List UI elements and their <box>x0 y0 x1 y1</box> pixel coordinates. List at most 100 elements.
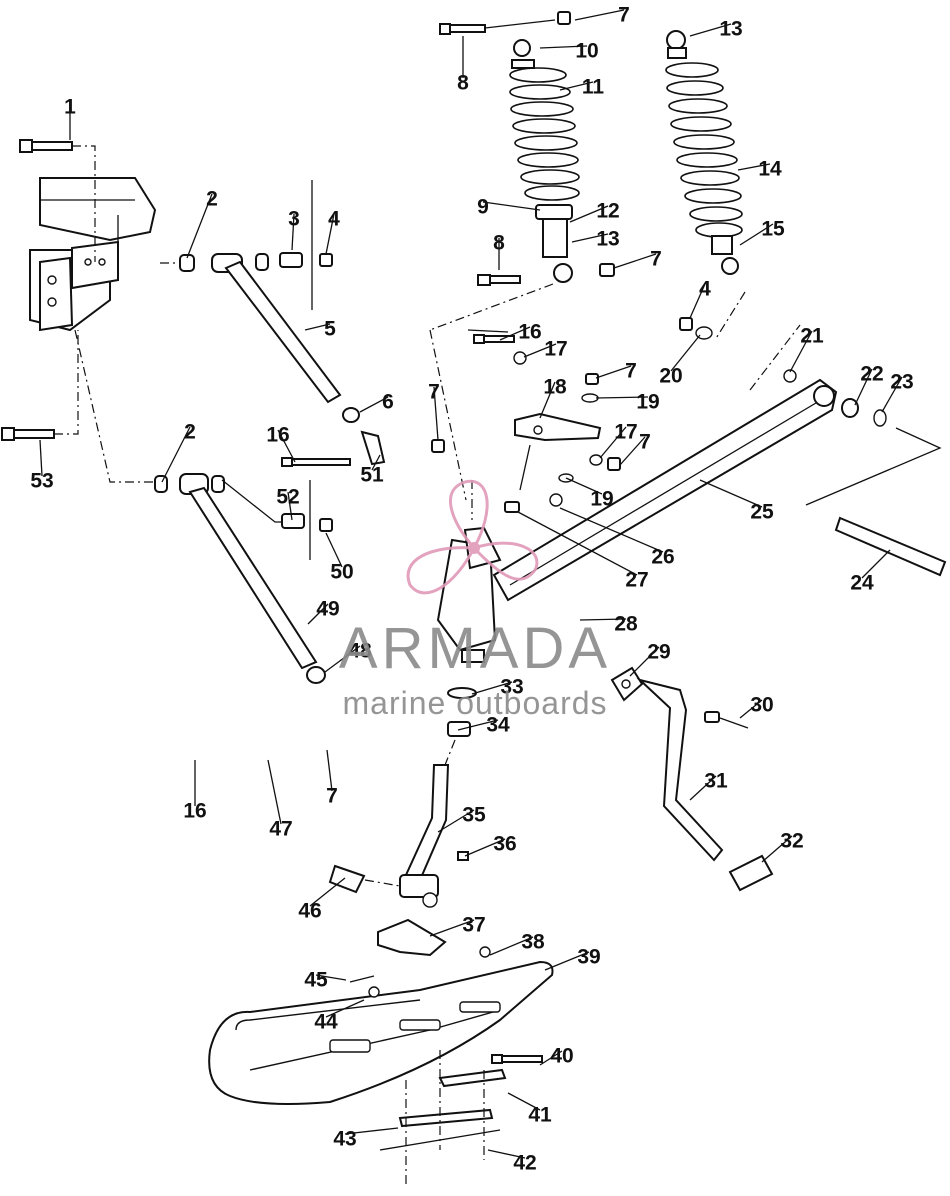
callout-leader-c2a <box>186 193 213 259</box>
callout-leader-c45 <box>315 974 347 981</box>
callout-c40: 40 <box>550 1045 573 1068</box>
callout-c7c: 7 <box>618 4 630 27</box>
callout-leader-c52 <box>287 491 293 521</box>
callout-c32: 32 <box>780 830 803 853</box>
callout-c16c: 16 <box>518 321 541 344</box>
callout-c22: 22 <box>860 363 883 386</box>
callout-leader-c9 <box>482 201 541 211</box>
callout-c21: 21 <box>800 325 824 348</box>
callout-leader-c5 <box>304 323 331 331</box>
callout-c8a: 8 <box>457 72 469 95</box>
watermark-propeller-logo <box>406 479 539 595</box>
callout-c33: 33 <box>500 676 523 699</box>
callout-c7b: 7 <box>326 785 338 808</box>
pin-46 <box>328 864 401 894</box>
callout-leader-c26 <box>559 507 664 553</box>
callout-c5: 5 <box>324 318 336 341</box>
callout-c10: 10 <box>575 40 598 63</box>
callout-leader-c22 <box>854 368 873 406</box>
callout-leader-c7a <box>433 386 439 441</box>
callout-c45: 45 <box>304 969 328 992</box>
bracket-18 <box>467 329 621 513</box>
callout-c49: 49 <box>316 598 339 621</box>
callout-c14: 14 <box>758 158 782 181</box>
callout-leader-c15 <box>739 223 774 246</box>
callout-c30: 30 <box>750 694 773 717</box>
shock-left <box>429 11 615 501</box>
callout-c26: 26 <box>651 546 674 569</box>
callout-leader-c6 <box>359 396 389 413</box>
bolt-53 <box>1 330 79 441</box>
callout-c11: 11 <box>582 76 605 99</box>
callout-leader-c30 <box>739 699 763 719</box>
callout-c9: 9 <box>477 196 489 219</box>
callout-c17a: 17 <box>544 338 567 361</box>
bolt-1 <box>19 139 96 262</box>
callout-leader-c37 <box>429 919 475 937</box>
callout-leader-c39 <box>544 951 590 971</box>
callout-c23: 23 <box>890 371 913 394</box>
callout-leader-c4b <box>689 283 706 319</box>
callout-c7d: 7 <box>650 248 662 271</box>
callout-c25: 25 <box>750 501 774 524</box>
callout-leader-c49 <box>307 603 329 625</box>
callout-leader-c44 <box>325 999 365 1018</box>
callout-leader-c18 <box>539 381 556 419</box>
callout-leader-c4a <box>325 213 335 255</box>
callout-c3: 3 <box>288 208 300 231</box>
callout-leader-c13b <box>689 23 732 37</box>
callout-leader-c47 <box>267 759 282 825</box>
callout-leader-c42 <box>487 1149 526 1159</box>
callout-c36: 36 <box>493 833 516 856</box>
shock-left-coil <box>509 67 580 201</box>
callout-c43: 43 <box>333 1128 356 1151</box>
callout-c13b: 13 <box>719 18 742 41</box>
callout-leader-c48 <box>324 645 361 673</box>
watermark-tagline: marine outboards <box>342 685 607 721</box>
callout-leader-c53 <box>39 439 43 477</box>
steering-arm <box>610 666 774 892</box>
callout-c50: 50 <box>330 561 353 584</box>
callout-leader-c33 <box>471 681 513 695</box>
callout-c39: 39 <box>577 946 600 969</box>
callout-c16a: 16 <box>266 424 289 447</box>
callout-leader-c17a <box>523 343 557 358</box>
callout-leader-c7b <box>326 749 333 792</box>
callout-leader-c2b <box>161 426 191 483</box>
callout-leader-c10 <box>539 45 588 49</box>
callout-c19a: 19 <box>636 391 659 414</box>
callout-c20: 20 <box>659 365 682 388</box>
callout-leader-c25 <box>699 479 763 508</box>
shock-right-coil <box>665 62 743 238</box>
callout-c51: 51 <box>360 464 384 487</box>
callout-c53: 53 <box>30 470 53 493</box>
callout-leader-c7e <box>595 365 632 379</box>
callout-leader-c50 <box>325 532 343 568</box>
callout-c2a: 2 <box>206 188 218 211</box>
callout-leader-c46 <box>309 877 346 907</box>
shock-right <box>665 30 746 341</box>
callout-leader-c17b <box>599 426 627 459</box>
callout-leader-c35 <box>437 809 475 833</box>
watermark: ARMADA marine outboards <box>339 479 611 721</box>
callout-leader-c29 <box>629 646 660 677</box>
callout-c24: 24 <box>850 572 874 595</box>
lower-a-arm <box>74 329 445 684</box>
callout-leader-c19a <box>595 396 649 399</box>
callout-c18: 18 <box>543 376 567 399</box>
callout-leader-c36 <box>464 838 506 857</box>
callout-c46: 46 <box>298 900 321 923</box>
callout-leader-c7f <box>619 436 646 466</box>
callout-c12: 12 <box>596 200 619 223</box>
callout-c13a: 13 <box>596 228 619 251</box>
ski <box>208 946 554 1185</box>
callout-leader-c40 <box>539 1050 563 1066</box>
callout-leader-c38 <box>489 936 534 956</box>
watermark-brand: ARMADA <box>339 616 611 681</box>
callout-c34: 34 <box>486 714 510 737</box>
callout-c27: 27 <box>625 569 648 592</box>
callout-leader-c31 <box>689 775 717 801</box>
callout-leader-c21 <box>789 330 813 373</box>
